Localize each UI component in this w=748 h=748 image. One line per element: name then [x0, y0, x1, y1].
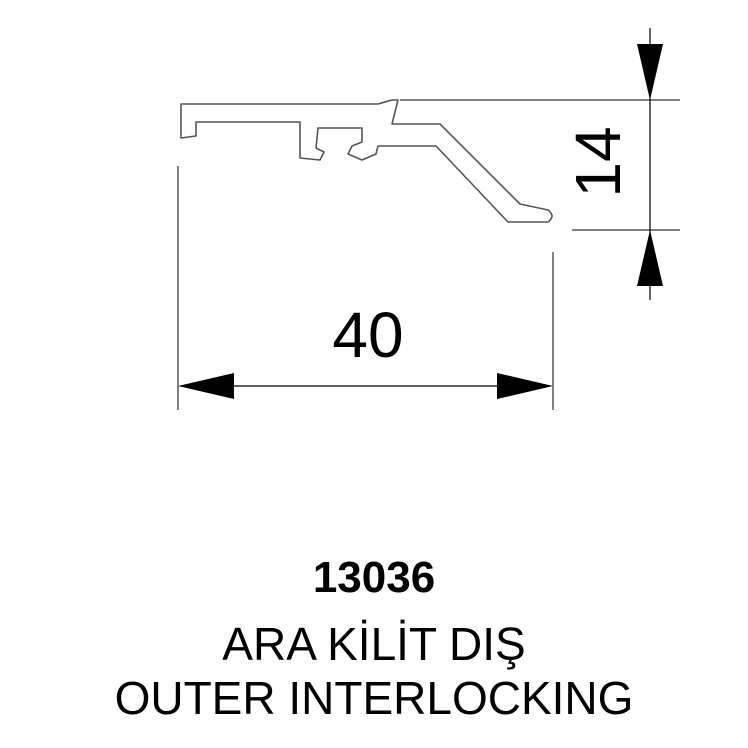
width-arrow-left — [178, 373, 234, 399]
height-dimension-label: 14 — [562, 126, 634, 197]
width-arrow-right — [497, 373, 553, 399]
product-code: 13036 — [312, 553, 436, 602]
product-name-english: OUTER INTERLOCKING — [114, 672, 634, 724]
product-name-turkish: ARA KİLİT DIŞ — [222, 618, 526, 670]
width-dimension-label: 40 — [332, 299, 403, 371]
profile-cross-section — [180, 99, 553, 223]
height-arrow-bottom — [637, 230, 663, 286]
height-arrow-top — [637, 44, 663, 100]
profile-technical-drawing: 40 14 — [177, 28, 680, 410]
